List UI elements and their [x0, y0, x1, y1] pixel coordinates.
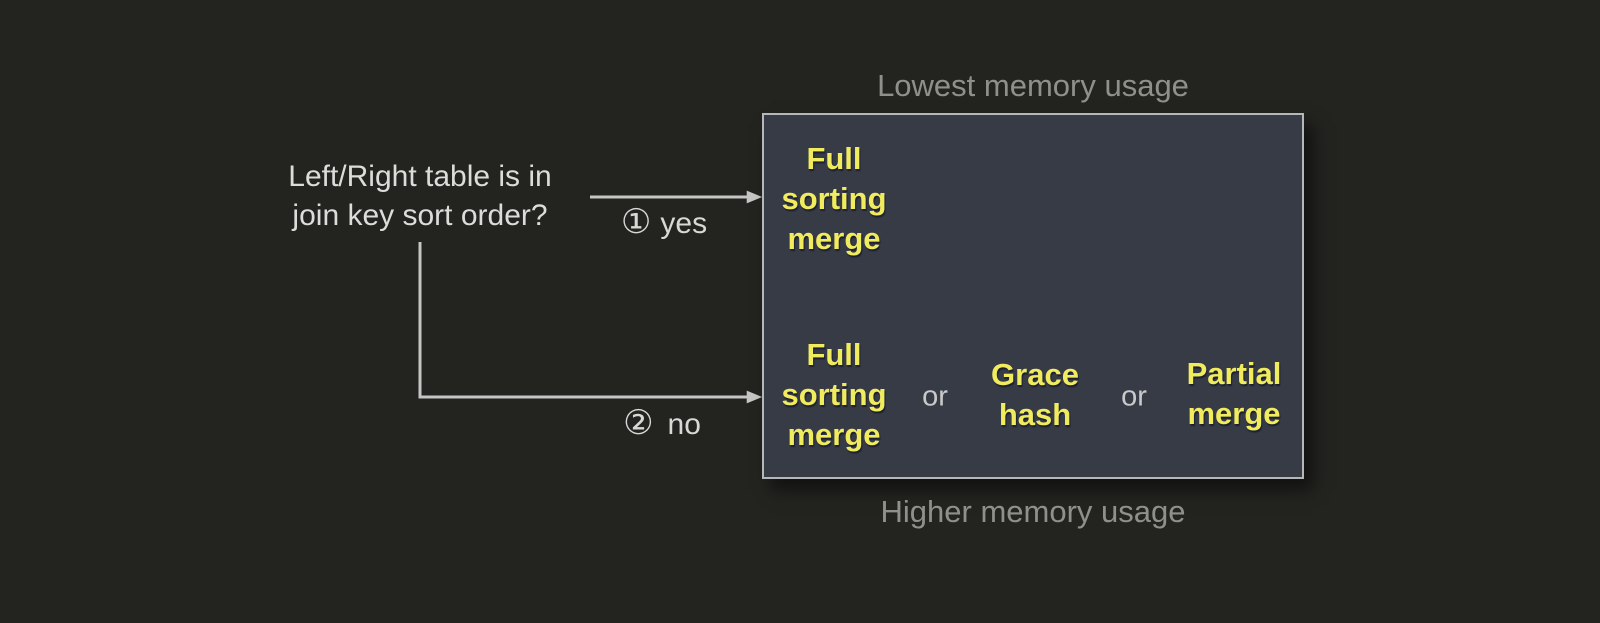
no-label: no — [667, 408, 701, 441]
or-separator: or — [922, 380, 948, 413]
strategy-box: Full sorting merge Full sorting merge or… — [762, 113, 1304, 479]
option-grace-hash: Grace hash — [991, 357, 1079, 432]
branch-label-yes: ① yes — [621, 205, 707, 241]
branch-label-no: ② no — [623, 406, 701, 442]
option-full-sorting-merge-yes: Full sorting merge — [781, 141, 887, 256]
option-partial-merge: Partial merge — [1186, 356, 1282, 431]
or-separator: or — [1121, 380, 1147, 413]
option-full-sorting-merge-no: Full sorting merge — [781, 337, 887, 452]
question-text: Left/Right table is in join key sort ord… — [288, 160, 552, 232]
caption-higher-memory: Higher memory usage — [880, 494, 1186, 529]
circled-two-icon: ② — [623, 404, 654, 442]
circled-one-icon: ① — [620, 203, 652, 241]
caption-lowest-memory: Lowest memory usage — [877, 68, 1189, 103]
arrow-no — [418, 242, 763, 404]
yes-label: yes — [660, 207, 708, 240]
